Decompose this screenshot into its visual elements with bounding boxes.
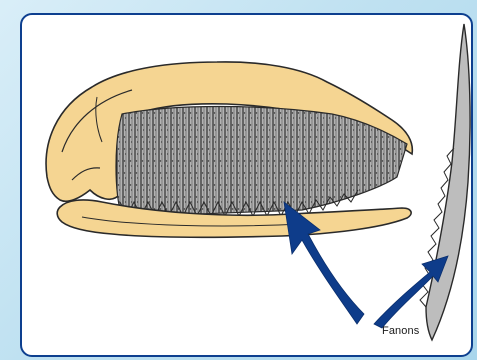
baleen-plates: [116, 107, 407, 218]
fanons-label: Fanons: [382, 325, 419, 337]
baleen-plate-detail: [426, 24, 470, 340]
diagram-panel: [20, 13, 473, 357]
whale-skull-diagram: [22, 15, 471, 355]
